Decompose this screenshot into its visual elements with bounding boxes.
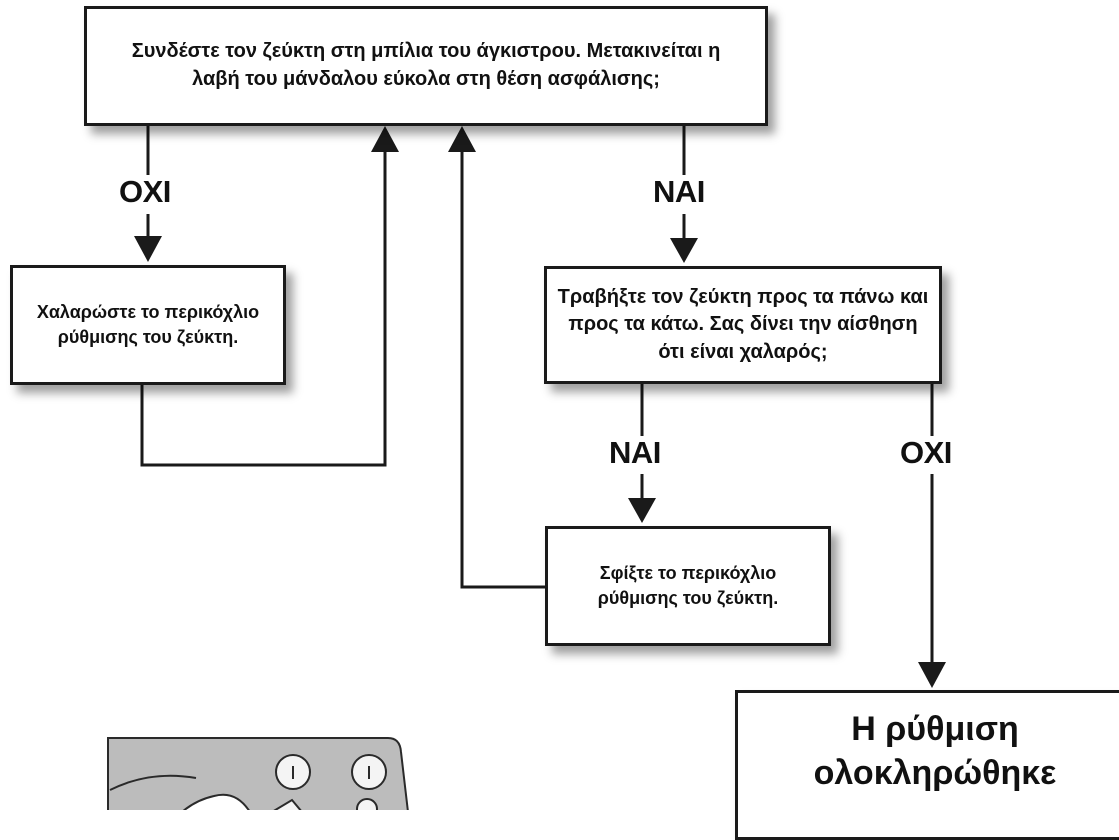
action-tighten-text: Σφίξτε το περικόχλιο ρύθμισης του ζεύκτη… [597,563,779,608]
arrow-to-loosen [134,236,162,262]
arrow-loosen-to-q1 [371,126,399,152]
flow-connectors [134,126,946,688]
edge-label-yes: ΝΑΙ [604,437,666,468]
arrow-to-tighten [628,498,656,523]
edge-label-no: ΟΧΙ [114,176,176,207]
edge-tighten-return [460,150,545,589]
arrow-tighten-to-q1 [448,126,476,152]
result-done-box: Η ρύθμιση ολοκληρώθηκε [735,690,1119,840]
edge-label-no: ΟΧΙ [895,437,957,468]
question-attach-box: Συνδέστε τον ζεύκτη στη μπίλια του άγκισ… [84,6,768,126]
edge-label-yes: ΝΑΙ [648,176,710,207]
action-tighten-box: Σφίξτε το περικόχλιο ρύθμισης του ζεύκτη… [545,526,831,646]
question-pull-box: Τραβήξτε τον ζεύκτη προς τα πάνω και προ… [544,266,942,384]
nut-icon [356,798,378,810]
result-done-text: Η ρύθμιση ολοκληρώθηκε [813,710,1057,793]
hitch-illustration [107,737,409,810]
edge-loosen-return [140,150,387,467]
arrow-to-q2 [670,238,698,263]
action-loosen-box: Χαλαρώστε το περικόχλιο ρύθμισης του ζεύ… [10,265,286,385]
question-pull-text: Τραβήξτε τον ζεύκτη προς τα πάνω και προ… [557,285,929,363]
question-attach-text: Συνδέστε τον ζεύκτη στη μπίλια του άγκισ… [131,40,721,90]
arrow-to-done [918,662,946,688]
action-loosen-text: Χαλαρώστε το περικόχλιο ρύθμισης του ζεύ… [36,302,260,347]
